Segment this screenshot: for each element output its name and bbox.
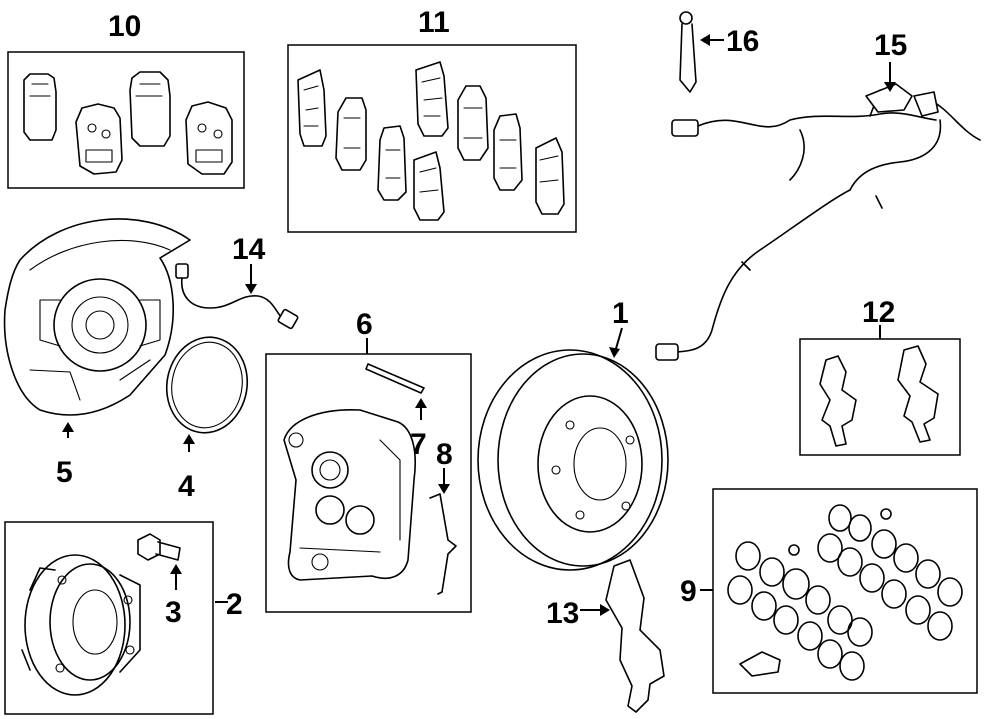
bracket-16 — [679, 11, 697, 93]
wear-sensor-14 — [175, 263, 299, 330]
callout-6: 6 — [356, 308, 373, 341]
spring-clip-8 — [429, 493, 457, 595]
box-caliper-6 — [265, 353, 472, 613]
box-pad-set-10 — [7, 51, 245, 189]
pin-7 — [365, 363, 425, 394]
brake-caliper-6 — [283, 409, 417, 581]
shim-set-11 — [297, 61, 565, 221]
box-pad-set-11 — [287, 44, 577, 233]
callout-15: 15 — [874, 29, 907, 62]
callout-5: 5 — [56, 456, 73, 489]
brake-rotor-1 — [477, 349, 669, 571]
brake-pad-set-10 — [23, 71, 233, 175]
box-clips-12 — [799, 338, 961, 456]
callout-16: 16 — [726, 25, 759, 58]
callout-9: 9 — [680, 575, 697, 608]
hub-bolt-3 — [137, 533, 181, 561]
abs-harness-15 — [655, 83, 981, 361]
clip-13 — [605, 559, 665, 713]
box-hub-2 — [4, 521, 214, 715]
callout-7: 7 — [410, 428, 427, 461]
seal-kit-9 — [727, 504, 963, 681]
callout-4: 4 — [178, 470, 195, 503]
callout-10: 10 — [108, 10, 141, 43]
callout-11: 11 — [418, 6, 450, 39]
callout-12: 12 — [862, 296, 895, 329]
dust-shield-5 — [3, 218, 191, 416]
wheel-hub-2 — [21, 554, 141, 696]
o-ring-4 — [165, 336, 249, 434]
callout-13: 13 — [546, 597, 579, 630]
callout-3: 3 — [165, 596, 182, 629]
callout-2: 2 — [226, 588, 243, 621]
clips-12 — [819, 345, 939, 447]
callout-1: 1 — [612, 297, 629, 330]
callout-14: 14 — [232, 233, 266, 266]
callout-8: 8 — [436, 438, 453, 471]
